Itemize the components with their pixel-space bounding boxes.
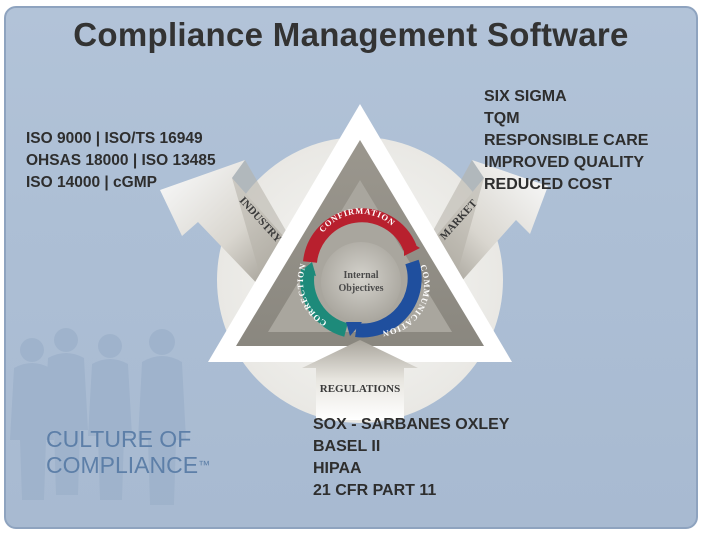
list-item: REDUCED COST <box>484 176 613 193</box>
regulations-arrow-label: REGULATIONS <box>320 383 400 395</box>
list-item: SOX - SARBANES OXLEY <box>313 416 510 433</box>
list-item: OHSAS 18000 | ISO 13485 <box>26 152 216 169</box>
cycle-ring <box>300 208 422 338</box>
list-item: ISO 14000 | cGMP <box>26 174 157 191</box>
list-item: ISO 9000 | ISO/TS 16949 <box>26 130 203 147</box>
culture-line1: CULTURE OF <box>46 426 192 452</box>
culture-of-compliance-logo: CULTURE OF COMPLIANCE™ <box>46 426 210 478</box>
center-label-line2: Objectives <box>339 283 384 294</box>
list-item: BASEL II <box>313 438 381 455</box>
list-item: SIX SIGMA <box>484 88 567 105</box>
correction-segment <box>300 268 349 337</box>
trademark-symbol: ™ <box>198 458 211 472</box>
page-title: Compliance Management Software <box>73 16 629 53</box>
list-item: 21 CFR PART 11 <box>313 482 437 499</box>
center-objectives-disc <box>321 242 401 322</box>
list-item: HIPAA <box>313 460 362 477</box>
confirmation-segment <box>303 208 417 263</box>
center-label-line1: Internal <box>344 270 379 281</box>
list-item: TQM <box>484 110 520 127</box>
regulations-list: SOX - SARBANES OXLEY BASEL II HIPAA 21 C… <box>313 414 509 502</box>
communication-segment <box>355 259 422 338</box>
list-item: RESPONSIBLE CARE <box>484 132 649 149</box>
market-drivers-list: SIX SIGMA TQM RESPONSIBLE CARE IMPROVED … <box>484 86 648 196</box>
culture-line2: COMPLIANCE <box>46 452 199 478</box>
industry-standards-list: ISO 9000 | ISO/TS 16949 OHSAS 18000 | IS… <box>26 128 216 194</box>
regulations-arrow: REGULATIONS <box>302 340 418 420</box>
list-item: IMPROVED QUALITY <box>484 154 645 171</box>
people-silhouette-image <box>10 328 186 505</box>
